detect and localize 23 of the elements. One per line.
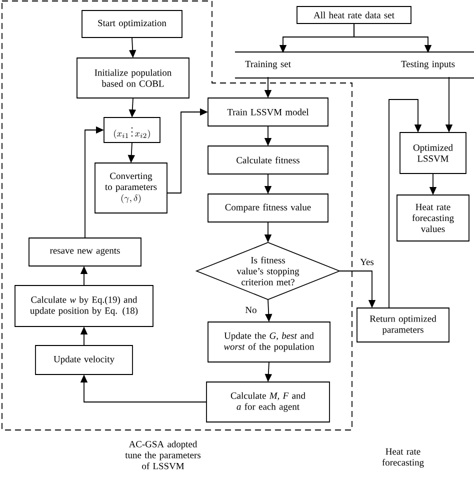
process-box: Calculate w by Eq.(19) and update position by Eq. (18) <box>14 285 154 327</box>
process-box: Update velocity <box>35 345 133 375</box>
arrow <box>388 99 422 308</box>
process-box: All heat rate data set <box>296 6 412 24</box>
vector-box: $(x_{i1} \,\vdots\, x_{i2})$ <box>104 117 160 143</box>
process-box: Heat rate forecasting values <box>396 194 470 242</box>
process-box: Calculate fitness <box>208 146 328 174</box>
process-box: Compare fitness value <box>208 194 328 222</box>
band-label: Training set <box>245 60 291 70</box>
region-caption: AC-GSA adopted tune the parameters of LSSVM <box>125 440 200 470</box>
region-caption: Heat rate forecasting <box>382 448 424 468</box>
process-box: Calculate M, F and a for each agent <box>206 382 330 422</box>
process-box: Train LSSVM model <box>208 98 328 126</box>
edge-label: No <box>244 306 258 314</box>
process-box: resave new agents <box>28 238 142 266</box>
process-box: Initialize population based on COBL <box>76 58 190 98</box>
process-box: Optimized LSSVM <box>400 132 466 174</box>
process-box: Update the G, best and worst of the population <box>208 322 330 362</box>
process-box: Return optimized parameters <box>356 308 450 342</box>
edge-label: Yes <box>359 258 375 266</box>
band-label: Testing inputs <box>401 60 455 70</box>
process-box: Converting to parameters $(\gamma, \delta)$ <box>94 162 168 214</box>
process-box: Start optimization <box>82 10 182 38</box>
